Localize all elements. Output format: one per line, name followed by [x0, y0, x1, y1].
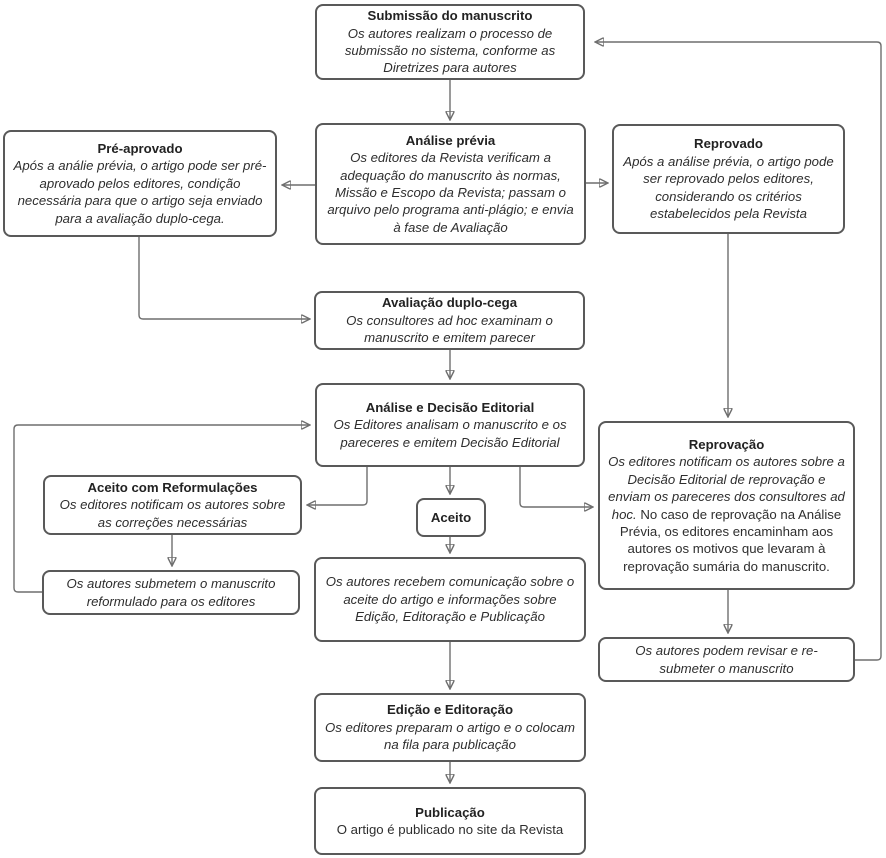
node-edicao-editoracao: Edição e Editoração Os editores preparam… [314, 693, 586, 762]
node-body-italic-part: Os editores notificam os autores sobre a… [608, 454, 845, 522]
node-body: Após a análise prévia, o artigo pode ser… [623, 153, 834, 222]
node-title: Avaliação duplo-cega [381, 295, 518, 311]
node-title: Análise prévia [405, 132, 496, 148]
node-body: O artigo é publicado no site da Revista [336, 822, 564, 837]
node-body: Os editores preparam o artigo e o coloca… [325, 719, 575, 753]
node-title: Submissão do manuscrito [367, 8, 533, 24]
connector-revisar-loop-to-submissao [596, 42, 882, 661]
node-analise-previa: Análise prévia Os editores da Revista ve… [315, 123, 586, 245]
node-body: Os autores podem revisar e re-submeter o… [635, 643, 818, 676]
connector-decisao-to-reprovacao [519, 467, 592, 507]
node-title: Aceito [430, 509, 472, 525]
node-body: Os Editores analisam o manuscrito e os p… [333, 417, 567, 450]
node-title: Publicação [415, 804, 485, 820]
node-publicacao: Publicação O artigo é publicado no site … [314, 787, 586, 855]
node-submetem-reformulado: Os autores submetem o manuscrito reformu… [42, 570, 300, 615]
node-revisar-resubmeter: Os autores podem revisar e re-submeter o… [598, 637, 855, 682]
node-title: Reprovado [694, 136, 763, 152]
node-body: Os autores submetem o manuscrito reformu… [66, 576, 276, 609]
node-body: Os consultores ad hoc examinam o manuscr… [346, 312, 553, 346]
connector-decisao-to-aceitoreform [308, 467, 368, 505]
node-title: Reprovação [688, 436, 765, 452]
node-title: Aceito com Reformulações [87, 479, 258, 495]
node-submissao-manuscrito: Submissão do manuscrito Os autores reali… [315, 4, 585, 80]
node-body: Os editores notificam os autores sobre a… [59, 497, 286, 530]
node-pre-aprovado: Pré-aprovado Após a análie prévia, o art… [3, 130, 277, 237]
node-reprovacao: Reprovação Os editores notificam os auto… [598, 421, 855, 590]
node-body: Após a análie prévia, o artigo pode ser … [13, 158, 267, 226]
node-title: Análise e Decisão Editorial [365, 399, 535, 415]
node-body: Os editores da Revista verificam a adequ… [327, 150, 574, 235]
node-recebem-comunicacao: Os autores recebem comunicação sobre o a… [314, 557, 586, 642]
node-analise-decisao-editorial: Análise e Decisão Editorial Os Editores … [315, 383, 585, 467]
node-aceito-com-reformulacoes: Aceito com Reformulações Os editores not… [43, 475, 302, 535]
connector-submetem-loop-to-decisao [13, 425, 309, 593]
node-body-regular-part: No caso de reprovação na Análise Prévia,… [619, 506, 842, 574]
node-aceito: Aceito [416, 498, 486, 537]
node-title: Pré-aprovado [97, 140, 183, 156]
node-reprovado: Reprovado Após a análise prévia, o artig… [612, 124, 845, 234]
node-body: Os autores recebem comunicação sobre o a… [325, 574, 575, 625]
node-avaliacao-duplo-cega: Avaliação duplo-cega Os consultores ad h… [314, 291, 585, 350]
connector-preaprovado-to-avaliacao [138, 237, 309, 319]
node-body: Os editores notificam os autores sobre a… [606, 453, 847, 575]
node-body: Os autores realizam o processo de submis… [344, 25, 556, 76]
node-title: Edição e Editoração [386, 702, 514, 718]
